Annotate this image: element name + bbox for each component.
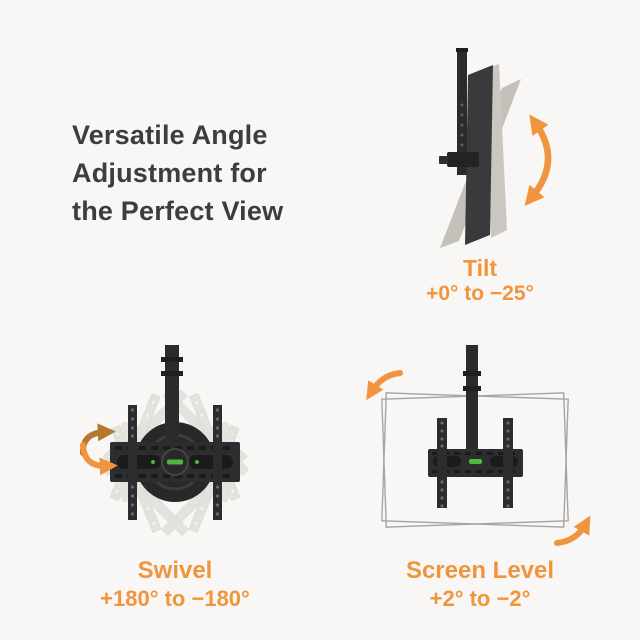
pole-holes bbox=[460, 103, 464, 147]
swivel-caption: Swivel +180° to −180° bbox=[50, 557, 300, 612]
tilt-caption: Tilt +0° to −25° bbox=[380, 255, 580, 306]
heading-line-1: Versatile Angle bbox=[72, 120, 268, 150]
clamp-knob bbox=[439, 156, 448, 164]
tilt-illustration bbox=[395, 35, 585, 270]
level-dot-right bbox=[195, 460, 199, 464]
tilt-title: Tilt bbox=[462, 255, 498, 281]
pole-collar-lower bbox=[463, 386, 481, 391]
vesa-rail-right bbox=[503, 418, 513, 508]
level-mount-front-view bbox=[366, 345, 591, 546]
vesa-rail-left bbox=[437, 418, 447, 508]
page-title: Versatile Angle Adjustment for the Perfe… bbox=[72, 116, 283, 230]
pole-bolt-lower bbox=[161, 371, 183, 376]
mount-pole bbox=[165, 345, 179, 445]
bubble-level-icon bbox=[469, 459, 482, 464]
screen-level-title: Screen Level bbox=[405, 557, 555, 584]
swivel-illustration bbox=[55, 335, 305, 550]
tilt-mount-side-view bbox=[439, 48, 552, 248]
tilt-range: +0° to −25° bbox=[426, 282, 534, 305]
vesa-rail-right bbox=[213, 405, 222, 520]
tilt-arrow-icon bbox=[524, 114, 552, 206]
pole-bolt-upper bbox=[161, 357, 183, 362]
level-arrow-top-left-icon bbox=[366, 370, 403, 401]
heading-line-3: the Perfect View bbox=[72, 196, 284, 226]
mount-pole bbox=[457, 48, 467, 175]
heading-line-2: Adjustment for bbox=[72, 158, 267, 188]
screen-level-range: +2° to −2° bbox=[429, 586, 531, 611]
mount-pole bbox=[466, 345, 478, 449]
swivel-range: +180° to −180° bbox=[100, 586, 250, 611]
vesa-rail-left bbox=[128, 405, 137, 520]
pole-clamp bbox=[447, 152, 479, 167]
swivel-arrow-icon bbox=[79, 423, 118, 476]
level-arrow-bottom-right-icon bbox=[554, 515, 591, 546]
screen-level-illustration bbox=[360, 335, 610, 550]
swivel-mount-front-view bbox=[79, 345, 249, 536]
pole-collar-upper bbox=[463, 371, 481, 376]
pole-cap bbox=[456, 48, 468, 52]
screen-level-caption: Screen Level +2° to −2° bbox=[355, 557, 605, 612]
level-dot-left bbox=[151, 460, 155, 464]
swivel-title: Swivel bbox=[137, 557, 213, 584]
bubble-level-icon bbox=[167, 459, 183, 465]
